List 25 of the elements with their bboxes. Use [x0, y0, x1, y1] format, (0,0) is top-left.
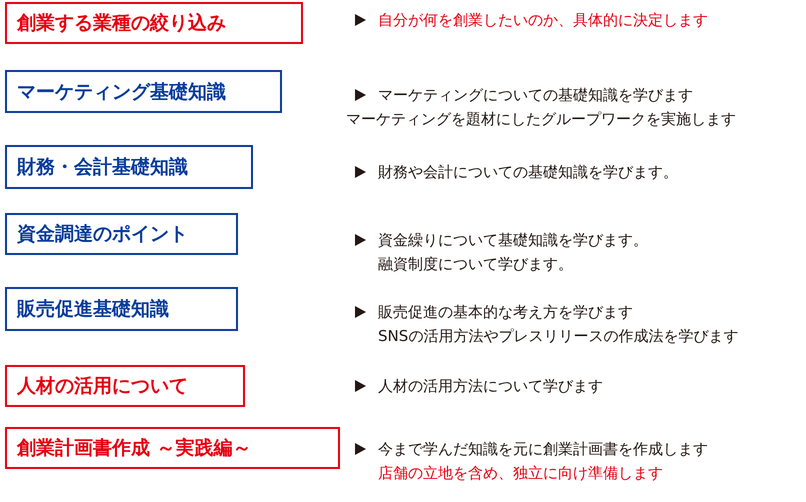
topic-title: マーケティング基礎知識 [17, 80, 226, 104]
topic-title: 販売促進基礎知識 [17, 297, 169, 322]
topic-box [5, 2, 303, 44]
topic-title: 財務・会計基礎知識 [17, 155, 188, 180]
description-text: 今まで学んだ知識を元に創業計画書を作成します [378, 439, 708, 460]
description-text: マーケティングを題材にしたグループワークを実施します [346, 109, 736, 130]
description-text: 財務や会計についての基礎知識を学びます。 [378, 162, 678, 183]
topic-title: 創業計画書作成 ～実践編～ [17, 436, 252, 461]
topic-title: 資金調達のポイント [17, 222, 188, 247]
topic-title: 創業する業種の絞り込み [17, 11, 226, 36]
topic-box [5, 70, 282, 113]
description-text: 融資制度について学びます。 [378, 254, 573, 275]
topic-box [5, 365, 245, 407]
description-text: マーケティングについての基礎知識を学びます [378, 85, 693, 106]
description-text: 人材の活用方法について学びます [378, 376, 603, 397]
description-text: 資金繰りについて基礎知識を学びます。 [378, 230, 648, 251]
topic-box [5, 287, 238, 331]
topic-box [5, 427, 340, 469]
topic-box [5, 145, 253, 189]
description-text: 販売促進の基本的な考え方を学びます [378, 302, 633, 323]
topic-title: 人材の活用について [17, 374, 188, 399]
topic-box [5, 213, 238, 255]
description-text: 自分が何を創業したいのか、具体的に決定します [378, 10, 708, 31]
description-text: SNSの活用方法やプレスリリースの作成法を学びます [378, 326, 738, 347]
description-text: 店舗の立地を含め、独立に向け準備します [378, 463, 663, 484]
